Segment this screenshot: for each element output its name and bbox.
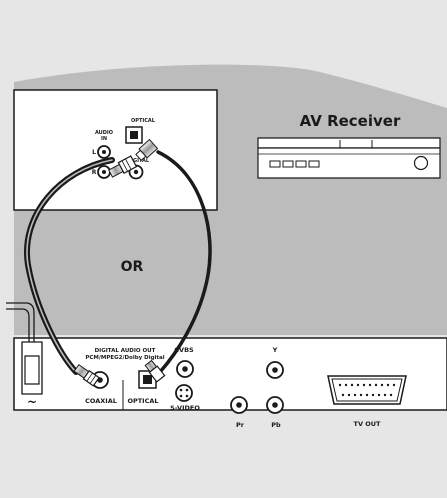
receiver-in-label: IN [101, 136, 107, 142]
receiver-title: AV Receiver [300, 112, 401, 130]
optical-plug-receiver-icon [135, 138, 159, 162]
coaxial-plug-player-icon [73, 363, 100, 387]
s-video-jack [175, 384, 193, 402]
receiver-jacks: OPTICAL AUDIO IN L R DIGITAL [92, 118, 156, 180]
receiver-audio-label: AUDIO [95, 130, 113, 136]
receiver-right-label: R [92, 169, 97, 176]
av-receiver-device: AV Receiver [257, 112, 441, 179]
digital-audio-out-sub-label: PCM/MPEG2/Dolby Digital [85, 355, 164, 361]
cvbs-label: CVBS [174, 346, 194, 354]
optical-cable [156, 150, 212, 374]
receiver-digital-label: DIGITAL [127, 158, 150, 164]
tv-out-label: TV OUT [354, 420, 382, 428]
power-cord: ~ [6, 302, 43, 409]
receiver-left-label: L [92, 149, 96, 156]
receiver-optical-label: OPTICAL [131, 118, 156, 124]
pr-label: Pr [236, 421, 245, 429]
optical-label: OPTICAL [127, 397, 158, 405]
power-symbol: ~ [27, 395, 37, 409]
scart-tv-out-connector [327, 375, 407, 405]
pb-label: Pb [271, 421, 281, 429]
s-video-label: S-VIDEO [170, 404, 200, 412]
optical-plug-player-icon [144, 359, 166, 383]
y-label: Y [272, 346, 278, 354]
receiver-back-panel [13, 89, 218, 211]
or-label: OR [121, 259, 144, 275]
coaxial-label: COAXIAL [85, 397, 117, 405]
coaxial-cable [23, 157, 115, 375]
volume-knob-icon [413, 155, 429, 171]
digital-audio-out-label: DIGITAL AUDIO OUT [95, 348, 156, 354]
coaxial-plug-receiver-icon [108, 155, 138, 178]
